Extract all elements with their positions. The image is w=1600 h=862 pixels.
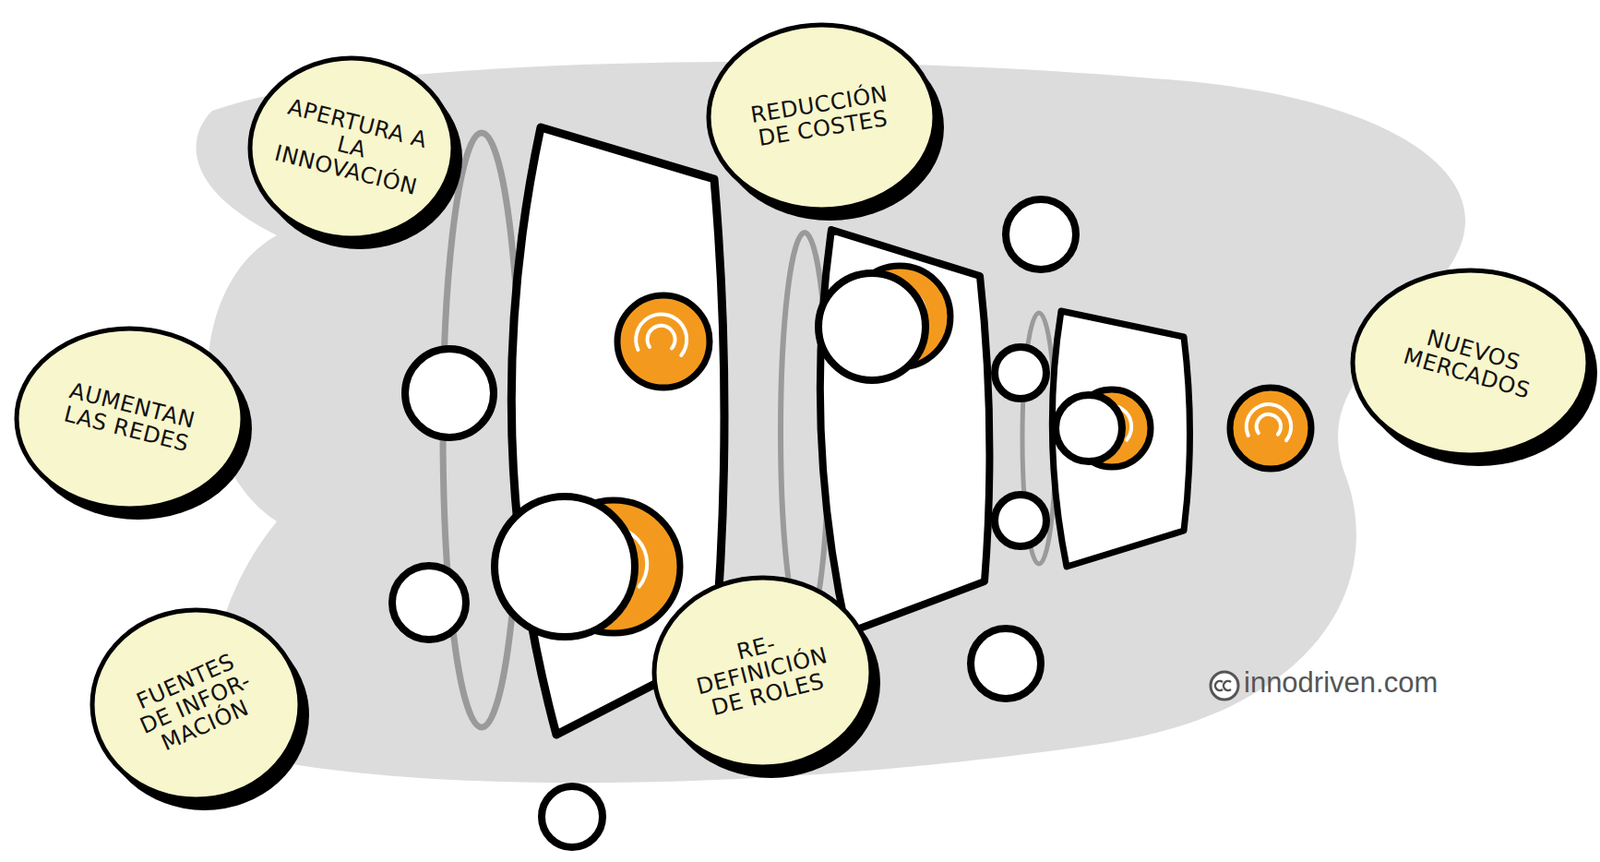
cc-icon	[1210, 671, 1239, 700]
outline-circle	[1055, 394, 1123, 462]
speech-bubble: FUENTES DE INFOR- MACIÓN	[87, 605, 305, 804]
speech-bubble: APERTURA A LA INNOVACIÓN	[245, 53, 458, 243]
outline-circle	[970, 628, 1041, 699]
outline-circle	[994, 346, 1047, 399]
funnel-cone	[1051, 310, 1190, 567]
orange-coin	[617, 295, 710, 388]
outline-circle	[994, 494, 1047, 547]
outline-circle	[494, 496, 635, 637]
outline-circle	[541, 786, 603, 848]
speech-bubble: AUMENTAN LAS REDES	[11, 323, 248, 514]
outline-circle	[1005, 199, 1076, 270]
outline-circle	[392, 565, 466, 640]
speech-bubble: RE- DEFINICIÓN DE ROLES	[649, 573, 876, 772]
outline-circle	[405, 348, 494, 438]
outline-circle	[818, 273, 926, 381]
speech-bubble: NUEVOS MERCADOS	[1348, 265, 1593, 460]
speech-bubble: REDUCCIÓN DE COSTES	[704, 20, 940, 215]
orange-coin	[1229, 387, 1312, 469]
watermark: innodriven.com	[1243, 666, 1438, 700]
